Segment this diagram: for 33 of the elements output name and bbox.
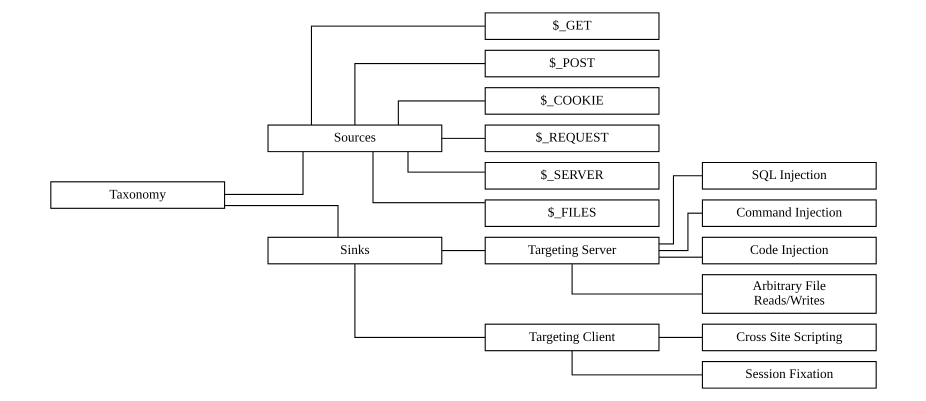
connector [658, 175, 702, 244]
node-box: SQL Injection [701, 162, 876, 190]
node-box: Code Injection [701, 236, 876, 264]
connector [442, 138, 484, 139]
connector [354, 264, 484, 338]
node-box: $_FILES [484, 199, 660, 227]
node-box: Cross Site Scripting [701, 324, 876, 352]
node-box: Targeting Server [484, 236, 660, 264]
node-box: Arbitrary File Reads/Writes [701, 274, 876, 314]
node-box: Targeting Client [484, 324, 660, 352]
connector [406, 152, 484, 173]
node-box: Taxonomy [50, 181, 225, 209]
connector [442, 250, 484, 252]
connector [354, 63, 484, 125]
connector [224, 152, 304, 195]
node-box: $_GET [484, 12, 660, 40]
node-box: Command Injection [701, 199, 876, 227]
connector [571, 350, 702, 376]
node-box: $_SERVER [484, 162, 660, 190]
connector [397, 100, 484, 125]
node-box: $_REQUEST [484, 124, 660, 152]
connector [224, 204, 338, 237]
node-box: Sinks [266, 236, 442, 264]
node-box: Session Fixation [701, 361, 876, 389]
connector [372, 152, 484, 204]
connector [310, 26, 484, 126]
node-box: $_COOKIE [484, 87, 660, 115]
connector [658, 336, 702, 338]
connector [571, 264, 702, 295]
node-box: Sources [266, 124, 442, 152]
connector [658, 256, 702, 258]
connector [658, 212, 702, 252]
node-box: $_POST [484, 50, 660, 78]
